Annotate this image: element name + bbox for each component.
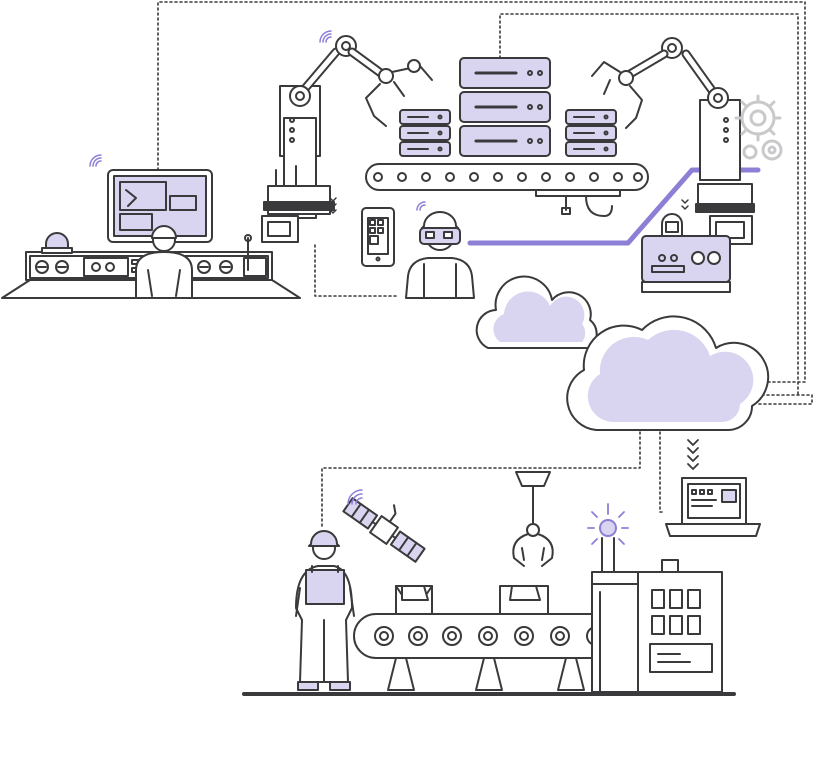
warning-beacon-icon (41, 232, 73, 254)
download-arrows-icon (687, 439, 699, 470)
satellite-icon (342, 497, 426, 563)
network-dotted-lines (157, 1, 813, 529)
gear-icon (734, 94, 783, 161)
monitor-icon (107, 169, 213, 243)
antenna-icon (587, 503, 629, 573)
control-cabinet-icon (591, 559, 723, 693)
worker-icon (295, 530, 355, 691)
robot-arm-left-icon (261, 30, 433, 243)
smartphone-icon (361, 207, 395, 267)
robot-arm-right-icon (591, 37, 755, 245)
vr-worker-icon (405, 211, 475, 299)
operator-icon (135, 225, 193, 299)
conveyor-belt-icon (353, 585, 627, 691)
cloud-icon (566, 315, 770, 431)
cloud-icon (475, 275, 598, 349)
server-rack-icon (399, 57, 617, 157)
control-panel-icon (641, 213, 731, 293)
laptop-icon (665, 477, 761, 537)
conveyor-belt-icon (365, 163, 649, 217)
wifi-icon (347, 489, 363, 505)
wifi-icon (319, 30, 332, 43)
claw-crane-icon (512, 471, 554, 567)
wifi-icon (89, 154, 102, 167)
wifi-icon (416, 201, 426, 211)
